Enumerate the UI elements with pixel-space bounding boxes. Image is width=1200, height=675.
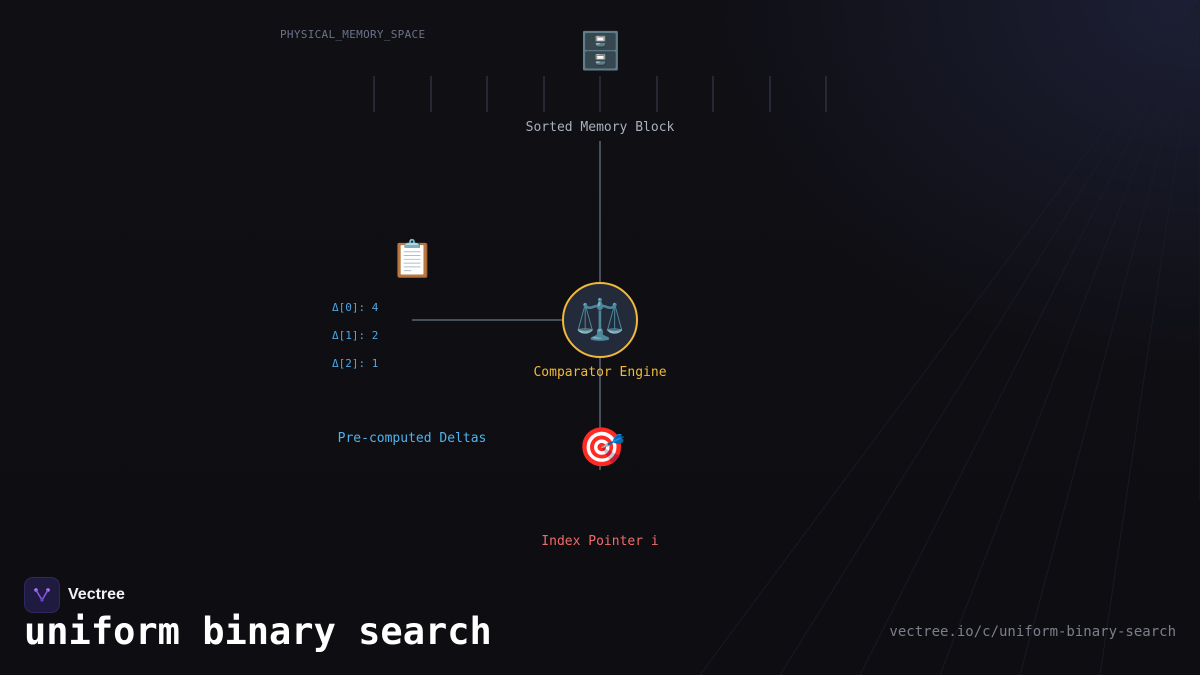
engine-label: Comparator Engine xyxy=(533,365,667,380)
pointer-label: Index Pointer i xyxy=(541,534,659,549)
balance-scale-icon: ⚖️ xyxy=(575,297,625,343)
page-title: uniform binary search xyxy=(24,610,492,653)
source-url[interactable]: vectree.io/c/uniform-binary-search xyxy=(889,624,1176,640)
comparator-engine-node: ⚖️ xyxy=(562,282,638,358)
target-icon: 🎯 xyxy=(578,425,626,469)
delta-entry: Δ[2]: 1 xyxy=(332,357,379,370)
vectree-logo-icon xyxy=(24,577,60,613)
brand-name: Vectree xyxy=(68,586,125,603)
delta-entry: Δ[1]: 2 xyxy=(332,329,379,342)
deltas-label: Pre-computed Deltas xyxy=(337,431,487,446)
file-cabinet-icon: 🗄️ xyxy=(578,31,623,72)
delta-entry: Δ[0]: 4 xyxy=(332,301,379,314)
clipboard-icon: 📋 xyxy=(390,239,435,280)
brand[interactable]: Vectree xyxy=(24,577,125,613)
memory-space-label: PHYSICAL_MEMORY_SPACE xyxy=(280,28,426,41)
sorted-block-label: Sorted Memory Block xyxy=(525,120,675,135)
